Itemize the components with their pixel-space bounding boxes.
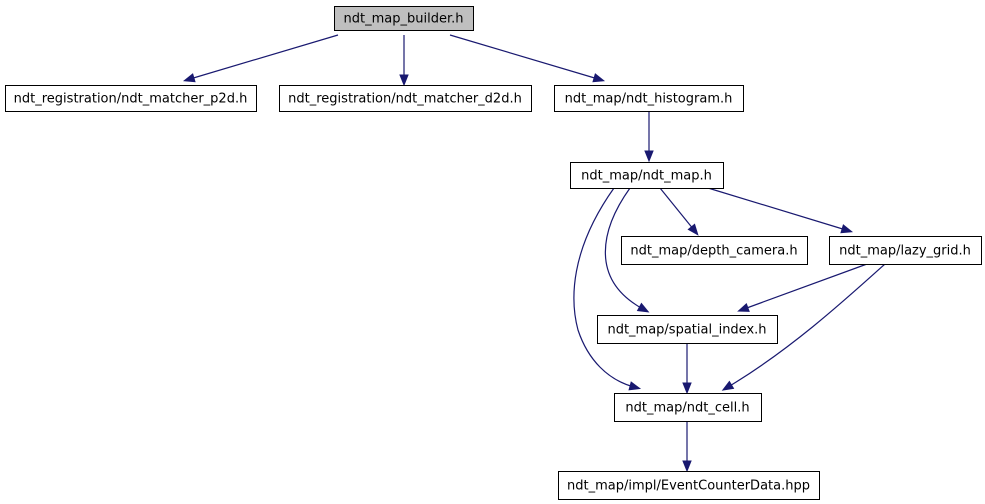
- arrowhead: [840, 224, 854, 234]
- edge-ndt_map_builder-to-ndt_histogram: [449, 34, 606, 83]
- edge-ndt_map-to-ndt_cell: [573, 187, 642, 391]
- edge-line: [727, 263, 886, 388]
- arrowhead: [682, 382, 692, 395]
- node-label: ndt_map/spatial_index.h: [607, 323, 766, 338]
- edge-ndt_map-to-lazy_grid: [707, 187, 854, 234]
- node-box: [829, 236, 982, 265]
- edge-ndt_map-to-spatial_index: [604, 187, 650, 313]
- arrowhead: [644, 150, 654, 163]
- node-label: ndt_map/ndt_map.h: [581, 169, 712, 184]
- arrowhead: [592, 73, 606, 83]
- node-spatial-index[interactable]: ndt_map/spatial_index.h: [597, 315, 778, 344]
- node-box: [279, 85, 532, 112]
- node-box: [597, 315, 778, 344]
- node-label: ndt_map/lazy_grid.h: [839, 244, 971, 259]
- node-depth-camera[interactable]: ndt_map/depth_camera.h: [621, 236, 808, 265]
- node-ndt-histogram[interactable]: ndt_map/ndt_histogram.h: [554, 85, 744, 112]
- arrowhead: [737, 303, 750, 312]
- node-event-counter[interactable]: ndt_map/impl/EventCounterData.hpp: [558, 471, 820, 500]
- node-ndt-cell[interactable]: ndt_map/ndt_cell.h: [614, 393, 762, 422]
- node-label: ndt_map_builder.h: [344, 12, 464, 27]
- edge-line: [659, 187, 695, 231]
- node-ndt-map-builder[interactable]: ndt_map_builder.h: [334, 6, 474, 31]
- edge-line: [573, 187, 635, 388]
- node-label: ndt_map/ndt_histogram.h: [565, 92, 733, 107]
- arrowhead: [687, 223, 699, 236]
- node-box: [614, 393, 762, 422]
- node-lazy-grid[interactable]: ndt_map/lazy_grid.h: [829, 236, 982, 265]
- node-box: [5, 85, 257, 112]
- node-matcher-p2d[interactable]: ndt_registration/ndt_matcher_p2d.h: [5, 85, 257, 112]
- node-label: ndt_registration/ndt_matcher_p2d.h: [14, 92, 248, 107]
- node-label: ndt_map/ndt_cell.h: [625, 401, 749, 416]
- node-layer: ndt_map_builder.h ndt_registration/ndt_ma…: [5, 6, 982, 500]
- edge-layer: [182, 34, 886, 473]
- node-box: [570, 162, 724, 189]
- node-box: [621, 236, 808, 265]
- node-ndt-map[interactable]: ndt_map/ndt_map.h: [570, 162, 724, 189]
- edge-lazy_grid-to-ndt_cell: [721, 263, 886, 391]
- node-box: [554, 85, 744, 112]
- node-box: [558, 471, 820, 500]
- edge-spatial_index-to-ndt_cell: [682, 343, 692, 395]
- edge-lazy_grid-to-spatial_index: [737, 263, 868, 312]
- edge-ndt_map_builder-to-matcher_d2d: [399, 35, 409, 87]
- node-box: [334, 6, 474, 31]
- edge-line: [449, 34, 599, 80]
- edge-line: [707, 187, 847, 231]
- node-label: ndt_map/depth_camera.h: [630, 244, 797, 259]
- node-label: ndt_registration/ndt_matcher_d2d.h: [288, 92, 522, 107]
- arrowhead: [399, 74, 409, 87]
- edge-ndt_map-to-depth_camera: [659, 187, 699, 236]
- edge-line: [743, 263, 868, 310]
- arrowhead: [636, 302, 650, 313]
- arrowhead: [721, 380, 735, 391]
- node-matcher-d2d[interactable]: ndt_registration/ndt_matcher_d2d.h: [279, 85, 532, 112]
- arrowhead: [682, 460, 692, 473]
- edge-ndt_map_builder-to-matcher_p2d: [182, 34, 339, 83]
- edge-ndt_histogram-to-ndt_map: [644, 111, 654, 163]
- arrowhead: [628, 381, 642, 391]
- arrowhead: [182, 73, 196, 83]
- node-label: ndt_map/impl/EventCounterData.hpp: [567, 479, 810, 494]
- edge-line: [189, 34, 339, 80]
- edge-line: [604, 187, 644, 310]
- edge-ndt_cell-to-event_counter: [682, 421, 692, 473]
